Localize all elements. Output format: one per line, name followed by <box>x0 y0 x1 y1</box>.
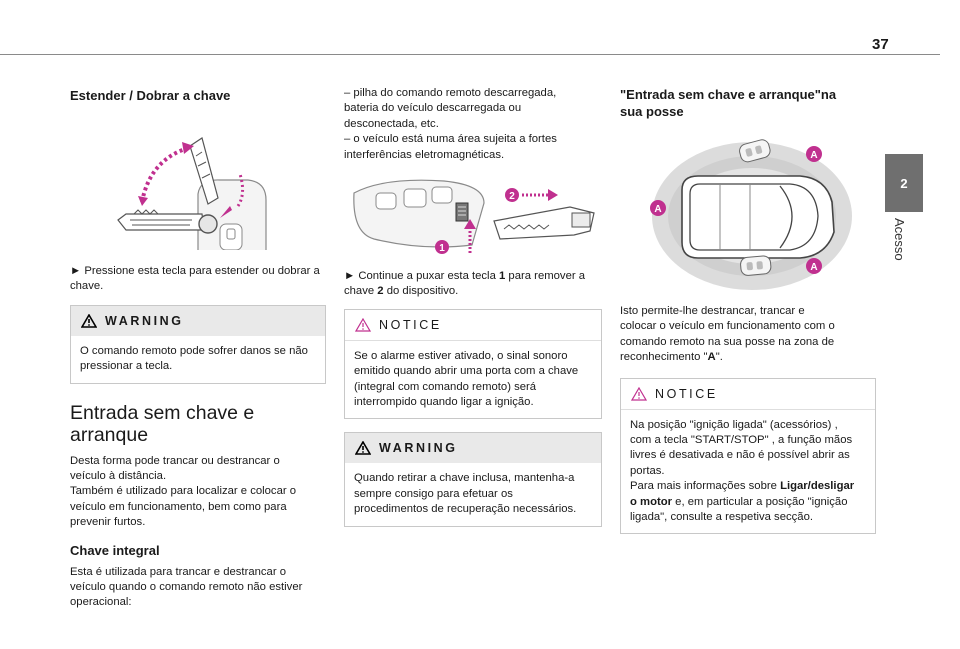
callout-1: 1 <box>439 243 445 254</box>
text-line: ► Continue a puxar esta tecla 1 para rem… <box>344 270 586 283</box>
text-line: Na posição "ignição ligada" (acessórios)… <box>630 418 838 431</box>
warning-text: O comando remoto pode sofrer danos se nã… <box>80 344 308 373</box>
text-line: prevenir furtos. <box>70 516 146 529</box>
notice-box-alarm: NOTICE Se o alarme estiver ativado, o si… <box>344 308 602 420</box>
heading-keyless-entry: "Entrada sem chave e arranque"na sua pos… <box>620 86 876 120</box>
text-line: Isto permite-lhe destrancar, trancar e <box>620 305 805 317</box>
list-item: bateria do veículo descarregada ou <box>344 102 522 115</box>
notice-triangle-icon <box>631 386 647 401</box>
column-right: "Entrada sem chave e arranque"na sua pos… <box>620 86 876 535</box>
section-title-line: arranque <box>70 423 149 446</box>
warning-label: WARNING <box>379 441 458 456</box>
text-line: sempre consigo para efetuar os <box>354 487 513 500</box>
text-line: veículo quando o comando remoto não esti… <box>70 581 303 594</box>
integral-key-paragraph: Esta é utilizada para trancar e destranc… <box>70 565 326 611</box>
column-left: Estender / Dobrar a chave ► Pressione es… <box>70 80 326 611</box>
text-line: operacional: <box>70 596 132 609</box>
text-line: Para mais informações sobre Ligar/deslig… <box>630 480 855 493</box>
text-line: o motor e, em particular a posição "igni… <box>630 495 848 508</box>
instruction-press-button: ► Pressione esta tecla para estender ou … <box>70 265 320 293</box>
heading-extend-fold: Estender / Dobrar a chave <box>70 88 231 103</box>
text-line: (integral com comando remoto) será <box>354 380 537 393</box>
key-removal-illustration: 1 2 <box>353 179 595 256</box>
warning-box-keep-key: WARNING Quando retirar a chave inclusa, … <box>344 432 602 527</box>
heading-line: sua posse <box>620 104 684 119</box>
list-item: – pilha do comando remoto descarregada, <box>344 87 557 99</box>
notice-triangle-icon <box>355 317 371 332</box>
warning-box-header: WARNING <box>71 305 325 336</box>
warning-triangle-icon <box>81 313 97 328</box>
text-line: Quando retirar a chave inclusa, mantenha… <box>354 472 575 485</box>
notice-label: NOTICE <box>655 386 718 401</box>
text-line: colocar o veículo em funcionamento com o <box>620 320 835 333</box>
section-title-line: Entrada sem chave e <box>70 401 255 424</box>
warning-box-remote-damage: WARNING O comando remoto pode sofrer dan… <box>70 304 326 384</box>
chapter-label: Acesso <box>892 218 907 261</box>
text-line: com a tecla "START/STOP" , a função mãos <box>630 434 853 447</box>
text-line: ligada", consulte a respetiva secção. <box>630 511 813 524</box>
chapter-tab[interactable]: 2 <box>885 154 923 212</box>
warning-triangle-icon <box>355 441 371 456</box>
text-line: livres é desativada e não é possível abr… <box>630 449 850 462</box>
text-line: procedimentos de recuperação necessários… <box>354 503 577 516</box>
page-number: 37 <box>872 36 889 53</box>
header-rule <box>0 54 940 55</box>
text-line: Esta é utilizada para trancar e destranc… <box>70 565 287 578</box>
warning-text: Quando retirar a chave inclusa, mantenha… <box>354 471 592 517</box>
callout-2: 2 <box>509 191 515 202</box>
list-item: desconectada, etc. <box>344 117 439 130</box>
section-title: Entrada sem chave e arranque <box>70 402 326 446</box>
text-line: Também é utilizado para localizar e colo… <box>70 485 297 498</box>
column-middle: – pilha do comando remoto descarregada, … <box>344 86 602 527</box>
warning-label: WARNING <box>105 313 184 328</box>
text-line: veículo à distância. <box>70 470 167 483</box>
text-line: comando remoto na sua posse na zona de <box>620 335 835 348</box>
text-line: portas. <box>630 464 665 477</box>
instruction-remove-key: ► Continue a puxar esta tecla 1 para rem… <box>344 269 602 300</box>
text-line: veículo em funcionamento, bem como para <box>70 500 287 513</box>
conditions-list: – pilha do comando remoto descarregada, … <box>344 86 602 163</box>
notice-box-header: NOTICE <box>621 378 875 410</box>
notice-box-header: NOTICE <box>345 309 601 341</box>
zone-label-a: A <box>810 262 817 273</box>
text-line: Desta forma pode trancar ou destrancar o <box>70 454 280 467</box>
text-line: chave 2 do dispositivo. <box>344 285 459 298</box>
keyless-paragraph: Isto permite-lhe destrancar, trancar e c… <box>620 304 876 366</box>
notice-box-ignition: NOTICE Na posição "ignição ligada" (aces… <box>620 377 876 535</box>
heading-line: "Entrada sem chave e arranque"na <box>620 87 837 102</box>
notice-text: Se o alarme estiver ativado, o sinal son… <box>354 349 592 411</box>
zone-label-a: A <box>810 150 817 161</box>
text-line: interrompido quando ligar a ignição. <box>354 396 534 409</box>
text-line: reconhecimento "A". <box>620 351 723 364</box>
subheading-integral-key: Chave integral <box>70 542 160 558</box>
intro-paragraph: Desta forma pode trancar ou destrancar o… <box>70 454 326 531</box>
notice-label: NOTICE <box>379 317 442 332</box>
text-line: Se o alarme estiver ativado, o sinal son… <box>354 349 568 362</box>
recognition-zone-diagram: A A A <box>650 139 852 290</box>
key-fold-illustration <box>117 137 267 250</box>
notice-text: Na posição "ignição ligada" (acessórios)… <box>630 418 866 526</box>
warning-box-header: WARNING <box>345 433 601 464</box>
zone-label-a: A <box>654 204 661 215</box>
text-line: emitido quando abrir uma porta com a cha… <box>354 365 579 378</box>
list-item: – o veículo está numa área sujeita a for… <box>344 133 557 146</box>
list-item: interferências eletromagnéticas. <box>344 148 505 161</box>
